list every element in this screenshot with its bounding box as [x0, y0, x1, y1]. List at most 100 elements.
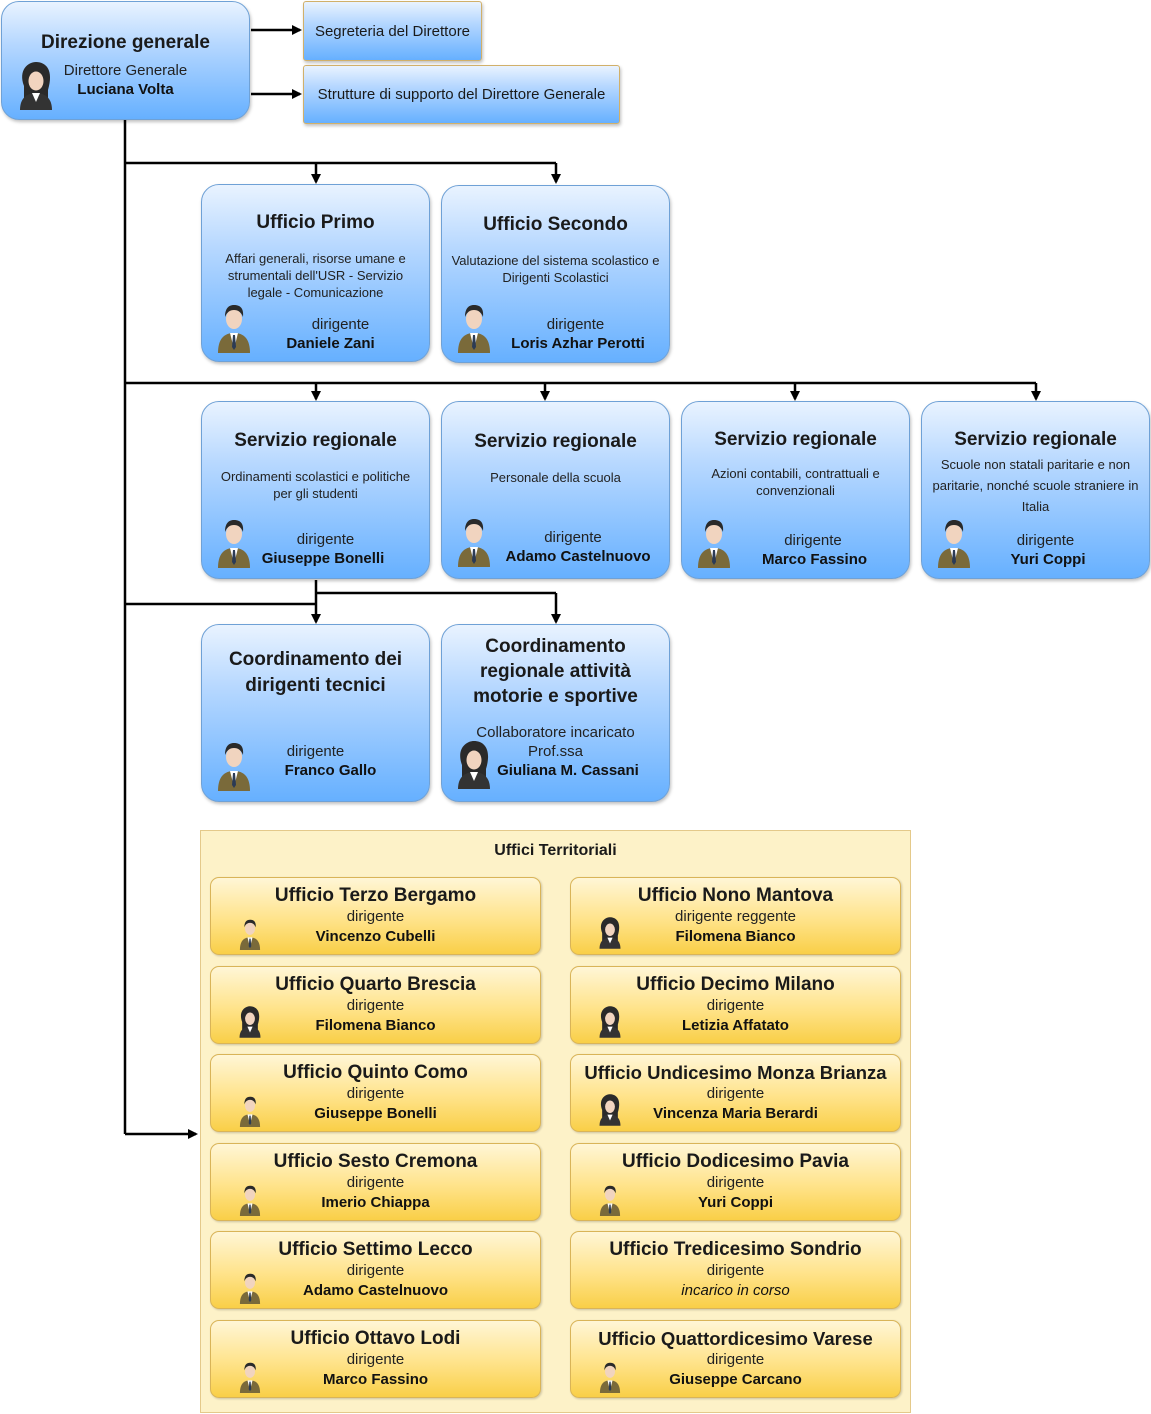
male-avatar-icon — [218, 743, 250, 791]
ufficio-territoriale-title: Ufficio Sesto Cremona — [273, 1151, 478, 1172]
ufficio-territoriale-title: Ufficio Nono Mantova — [637, 885, 834, 906]
ufficio-territoriale-person: Marco Fassino — [322, 1371, 429, 1388]
direzione-generale-title: Direzione generale — [41, 32, 210, 53]
ufficio-territoriale-role: dirigente — [346, 997, 405, 1014]
female-avatar-icon — [595, 1005, 625, 1044]
ufficio-territoriale-person: Vincenza Maria Berardi — [653, 1105, 818, 1122]
male-avatar-icon — [235, 1270, 265, 1309]
ufficio-primo-title: Ufficio Primo — [256, 212, 375, 233]
coordinamento-dirigenti-box: Coordinamento dei dirigenti tecnici diri… — [201, 624, 430, 802]
female-avatar-icon — [595, 916, 625, 955]
male-avatar-icon — [235, 1093, 265, 1132]
strutture-box: Strutture di supporto del Direttore Gene… — [303, 65, 620, 124]
male-avatar-icon — [235, 916, 265, 955]
ufficio-secondo-box: Ufficio Secondo Valutazione del sistema … — [441, 185, 670, 363]
ufficio-secondo-desc: Valutazione del sistema scolastico e Dir… — [451, 253, 660, 285]
male-avatar-icon — [458, 305, 490, 353]
ufficio-territoriale-role: dirigente — [346, 1262, 405, 1279]
male-avatar-icon — [938, 520, 970, 568]
ufficio-territoriale-role: dirigente — [346, 1085, 405, 1102]
coordinamento-title: Coordinamento regionale attività motorie… — [473, 636, 638, 707]
male-avatar-icon — [218, 520, 250, 568]
strutture-label: Strutture di supporto del Direttore Gene… — [317, 86, 606, 103]
ufficio-secondo-title: Ufficio Secondo — [483, 214, 628, 235]
coordinamento-person: Giuliana M. Cassani — [497, 762, 639, 779]
ufficio-territoriale-title: Ufficio Decimo Milano — [636, 974, 835, 995]
ufficio-territoriale-title: Ufficio Terzo Bergamo — [274, 885, 477, 906]
coordinamento-role: dirigente — [286, 743, 345, 760]
male-avatar-icon — [235, 1182, 265, 1221]
servizio-role: dirigente — [544, 529, 602, 546]
ufficio-territoriale-role: dirigente — [706, 1085, 765, 1102]
servizio-desc: Azioni contabili, contrattuali e convenz… — [711, 466, 880, 498]
coordinamento-sportive-box: Coordinamento regionale attività motorie… — [441, 624, 670, 802]
ufficio-primo-role: dirigente — [311, 316, 370, 333]
servizio-personale-box: Servizio regionale Personale della scuol… — [441, 401, 670, 579]
ufficio-territoriale-title: Ufficio Quarto Brescia — [275, 974, 476, 995]
ufficio-territoriale-person: Filomena Bianco — [315, 1017, 436, 1034]
male-avatar-icon — [698, 520, 730, 568]
ufficio-territoriale-title: Ufficio Settimo Lecco — [278, 1239, 473, 1260]
ufficio-territoriale-role: dirigente — [706, 997, 765, 1014]
servizio-role: dirigente — [1016, 532, 1075, 549]
ufficio-territoriale-title: Ufficio Undicesimo Monza Brianza — [584, 1062, 887, 1083]
ufficio-territoriale-role: dirigente — [706, 1262, 765, 1279]
uffici-territoriali-title: Uffici Territoriali — [494, 842, 617, 859]
female-avatar-icon — [20, 62, 52, 110]
servizio-title: Servizio regionale — [714, 429, 877, 450]
servizio-person: Yuri Coppi — [1010, 551, 1086, 568]
ufficio-territoriale-role: dirigente — [346, 1351, 405, 1368]
female-avatar-icon — [595, 1093, 625, 1132]
servizio-desc: Ordinamenti scolastici e politiche per g… — [220, 469, 411, 501]
direttore-name: Luciana Volta — [77, 81, 174, 98]
servizio-person: Adamo Castelnuovo — [505, 548, 651, 565]
servizio-contabili-box: Servizio regionale Azioni contabili, con… — [681, 401, 910, 579]
coordinamento-person: Franco Gallo — [284, 762, 377, 779]
ufficio-territoriale-title: Ufficio Ottavo Lodi — [290, 1328, 461, 1349]
male-avatar-icon — [235, 1359, 265, 1398]
ufficio-primo-box: Ufficio Primo Affari generali, risorse u… — [201, 184, 430, 362]
segreteria-label: Segreteria del Direttore — [314, 22, 471, 40]
female-avatar-icon — [235, 1005, 265, 1044]
servizio-role: dirigente — [784, 532, 842, 549]
coordinamento-role-title: Prof.ssa — [527, 743, 584, 760]
ufficio-secondo-person: Loris Azhar Perotti — [511, 335, 645, 352]
ufficio-territoriale-box: Ufficio Undicesimo Monza Brianza dirigent… — [570, 1054, 901, 1132]
ufficio-primo-person: Daniele Zani — [286, 335, 375, 352]
servizio-desc: Personale della scuola — [490, 470, 621, 485]
ufficio-territoriale-title: Ufficio Quattordicesimo Varese — [598, 1328, 873, 1349]
servizio-person: Giuseppe Bonelli — [261, 550, 385, 567]
ufficio-territoriale-role: dirigente — [706, 1351, 765, 1368]
ufficio-territoriale-person: Letizia Affatato — [682, 1017, 789, 1034]
ufficio-territoriale-title: Ufficio Dodicesimo Pavia — [621, 1151, 849, 1172]
male-avatar-icon — [218, 305, 250, 353]
ufficio-territoriale-person: Vincenzo Cubelli — [315, 928, 436, 945]
ufficio-territoriale-role: dirigente — [346, 1174, 405, 1191]
ufficio-territoriale-title: Ufficio Tredicesimo Sondrio — [609, 1239, 862, 1260]
female-avatar-icon — [458, 741, 490, 789]
ufficio-territoriale-person: Yuri Coppi — [698, 1194, 773, 1211]
ufficio-territoriale-person: Filomena Bianco — [675, 928, 796, 945]
male-avatar-icon — [595, 1359, 625, 1398]
servizio-desc: Scuole non statali paritarie e non parit… — [932, 457, 1139, 514]
servizio-role: dirigente — [296, 531, 355, 548]
direzione-generale-box: Direzione generale Direttore Generale Lu… — [1, 1, 250, 120]
ufficio-secondo-role: dirigente — [546, 316, 605, 333]
segreteria-box: Segreteria del Direttore — [303, 1, 482, 61]
ufficio-primo-desc: Affari generali, risorse umane e strumen… — [225, 251, 406, 300]
ufficio-territoriale-person: Giuseppe Bonelli — [314, 1105, 437, 1122]
servizio-paritarie-box: Servizio regionale Scuole non statali pa… — [921, 401, 1150, 579]
ufficio-territoriale-role: dirigente — [346, 908, 405, 925]
servizio-title: Servizio regionale — [234, 430, 397, 451]
servizio-title: Servizio regionale — [474, 431, 637, 452]
